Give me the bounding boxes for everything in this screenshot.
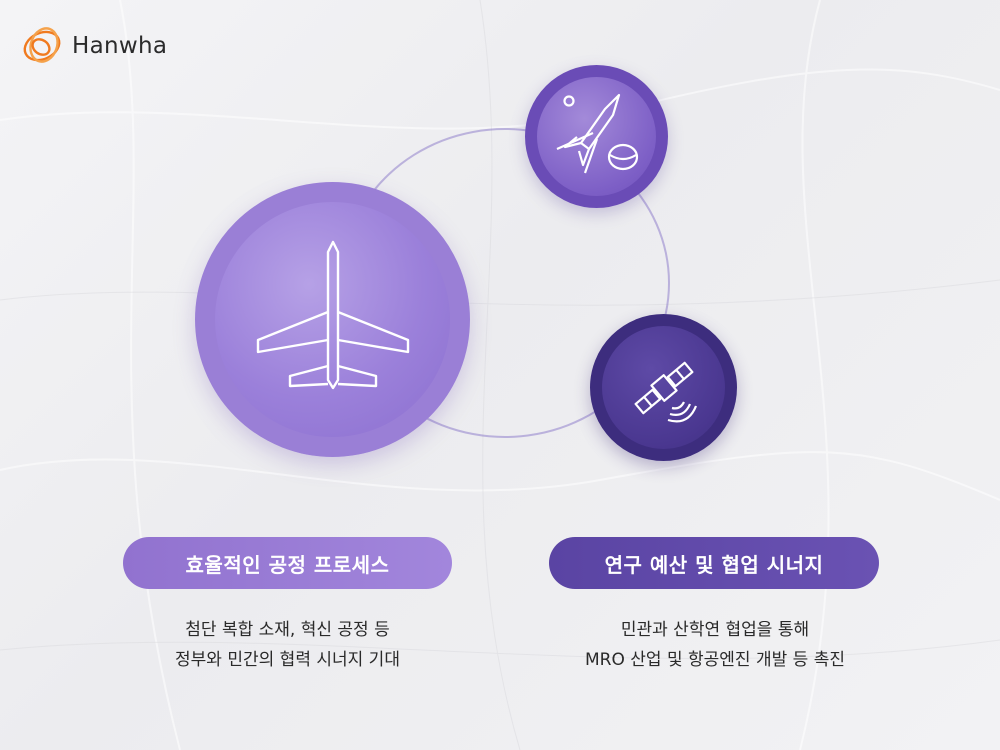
description-line: 민관과 산학연 협업을 통해 [620, 620, 810, 640]
aircraft-icon [256, 240, 409, 389]
satellite-icon [634, 361, 697, 422]
satellite-circle [590, 314, 737, 461]
missile-circle [525, 65, 668, 208]
hanwha-logo-icon [23, 27, 61, 63]
missile-icon [556, 93, 638, 173]
aircraft-circle [195, 182, 470, 457]
brand-name: Hanwha [72, 33, 168, 59]
card-title-synergy: 연구 예산 및 협업 시너지 [549, 537, 879, 589]
description-line: MRO 산업 및 항공엔진 개발 등 촉진 [585, 650, 845, 670]
description-line: 첨단 복합 소재, 혁신 공정 등 [185, 620, 390, 640]
brand-logo[interactable]: Hanwha [20, 24, 167, 68]
card-title-process: 효율적인 공정 프로세스 [123, 537, 452, 589]
card-description-synergy: 민관과 산학연 협업을 통해 MRO 산업 및 항공엔진 개발 등 촉진 [540, 615, 890, 675]
description-line: 정부와 민간의 협력 시너지 기대 [175, 650, 400, 670]
card-description-process: 첨단 복합 소재, 혁신 공정 등 정부와 민간의 협력 시너지 기대 [115, 615, 460, 675]
